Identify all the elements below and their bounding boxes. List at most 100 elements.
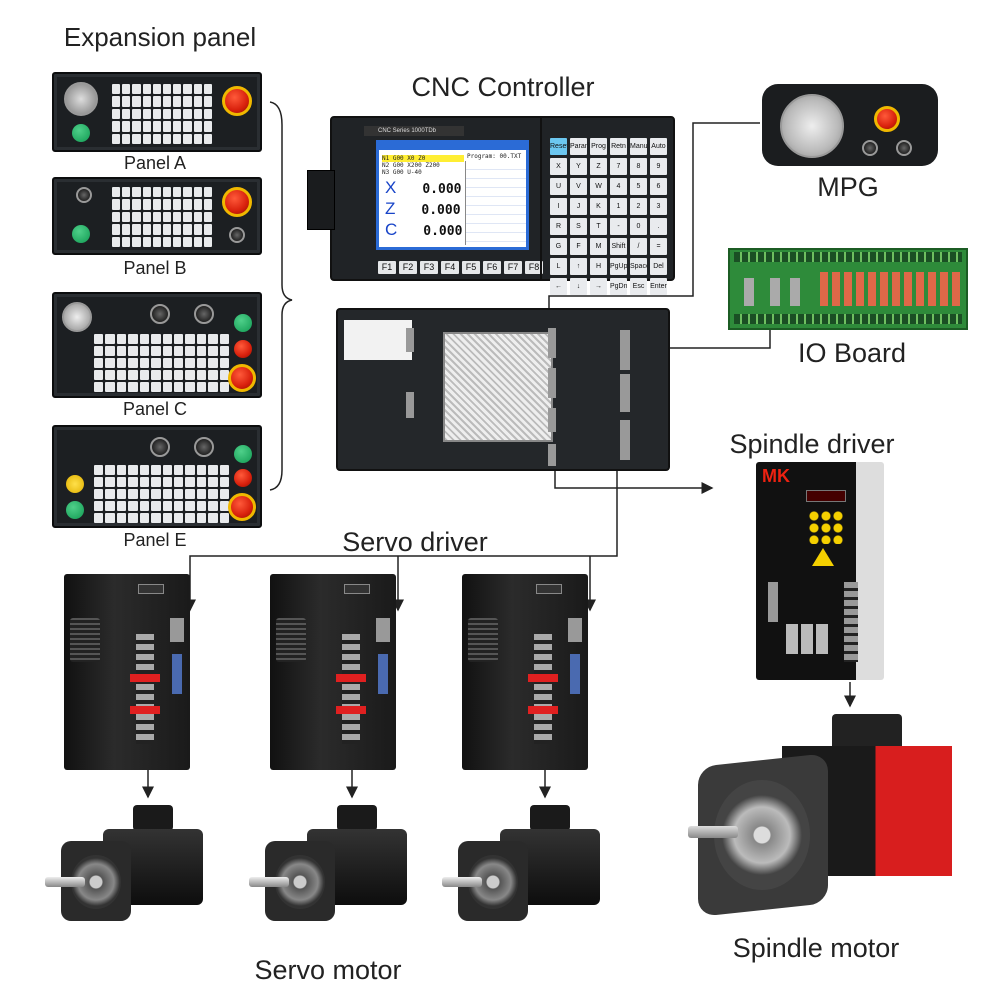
mpg-title: MPG: [817, 172, 879, 202]
panel-key: [116, 370, 127, 380]
panel-key: [193, 236, 202, 247]
keypad: ResetParamProgRetnManualAutoXYZ789UVW456…: [550, 138, 667, 295]
panel-key: [122, 133, 131, 144]
panel-key: [208, 358, 218, 368]
power-on-icon: [234, 445, 252, 463]
panel-key: [219, 382, 229, 392]
keypad-key: J: [570, 198, 587, 215]
panel-key: [219, 334, 229, 344]
panel-key: [173, 465, 184, 475]
display: [536, 584, 562, 594]
green-button-icon: [66, 501, 84, 519]
panel-key: [219, 501, 229, 511]
panel-key: [122, 236, 131, 247]
program-line: N1 G00 X0 Z0: [382, 155, 464, 162]
connector-port: [376, 618, 390, 642]
panel-key: [196, 513, 207, 523]
step-select-knob-icon: [896, 140, 912, 156]
panel-key: [196, 334, 207, 344]
power-on-icon: [234, 314, 252, 332]
axis-name: X: [385, 178, 397, 197]
connector-port: [570, 654, 580, 694]
handwheel-icon: [780, 94, 844, 158]
io-board-line: [624, 330, 771, 354]
panel-key: [208, 370, 218, 380]
panel-key: [94, 477, 104, 487]
keypad-key: 1: [610, 198, 627, 215]
panel-key: [112, 187, 121, 198]
power-supply: [443, 332, 553, 442]
emergency-stop-icon: [874, 106, 900, 132]
panel-key: [185, 382, 195, 392]
panel-key: [219, 477, 229, 487]
panel-key: [132, 187, 141, 198]
network-ports: [786, 624, 830, 654]
panel-key: [128, 334, 138, 344]
panel-key: [139, 489, 150, 499]
keypad-key: V: [570, 178, 587, 195]
panel-key: [105, 477, 115, 487]
panel-key: [152, 133, 161, 144]
keypad-key: Del: [650, 258, 667, 275]
keypad-key: X: [550, 158, 567, 175]
panel-e: [52, 425, 262, 528]
handwheel-icon: [64, 82, 98, 116]
panel-key: [128, 477, 138, 487]
spec-label: [344, 320, 412, 360]
panel-key: [94, 334, 104, 344]
servo-bus-line: [184, 488, 618, 612]
panel-key: [208, 513, 218, 523]
panel-key: [162, 108, 172, 120]
panel-key: [196, 370, 207, 380]
panel-b-label: Panel B: [123, 258, 187, 278]
panel-key: [162, 346, 172, 356]
panel-key: [151, 489, 161, 499]
panel-key: [162, 370, 172, 380]
expansion-panel-title: Expansion panel: [63, 22, 257, 52]
emergency-stop-icon: [228, 493, 256, 521]
program-name: Program: 00.TXT: [467, 153, 522, 160]
shaft-icon: [442, 877, 482, 887]
panel-key: [151, 477, 161, 487]
panel-key: [142, 224, 151, 235]
panel-key: [183, 121, 192, 132]
terminal-cover: [528, 706, 558, 714]
panel-key: [208, 465, 218, 475]
panel-key: [116, 382, 127, 392]
axis-value: 0.000: [421, 203, 461, 218]
panel-key: [142, 211, 151, 223]
feed-rate-knob-icon: [150, 437, 170, 457]
panel-key: [122, 84, 131, 95]
panel-key: [132, 224, 141, 235]
controller-screen: Program: 00.TXT N1 G00 X0 Z0 N2 G00 X200…: [376, 140, 529, 250]
panel-key: [116, 358, 127, 368]
program-line: N2 G00 X200 Z200: [382, 162, 440, 169]
panel-key: [151, 513, 161, 523]
mpg-device: [762, 84, 938, 166]
terminal-block: [534, 634, 552, 744]
spindle-rate-knob-icon: [194, 304, 214, 324]
panel-key: [105, 465, 115, 475]
panel-key: [151, 358, 161, 368]
panel-key: [193, 121, 202, 132]
panel-key: [193, 187, 202, 198]
panel-key: [208, 334, 218, 344]
panel-key: [196, 465, 207, 475]
connector-cn11: [548, 328, 556, 358]
panel-key: [185, 477, 195, 487]
panel-key: [196, 358, 207, 368]
terminal-block: [844, 582, 858, 662]
panel-key: [173, 199, 182, 210]
connector-cn5: [620, 420, 630, 460]
keypad-key: K: [590, 198, 607, 215]
panel-key: [116, 513, 127, 523]
keypad-key: H: [590, 258, 607, 275]
panel-key: [193, 224, 202, 235]
keypad-key: /: [630, 238, 647, 255]
panel-key: [152, 84, 161, 95]
panel-key: [112, 84, 121, 95]
keypad-key: Manual: [630, 138, 647, 155]
expansion-bracket: [269, 101, 293, 491]
panel-key: [208, 501, 218, 511]
